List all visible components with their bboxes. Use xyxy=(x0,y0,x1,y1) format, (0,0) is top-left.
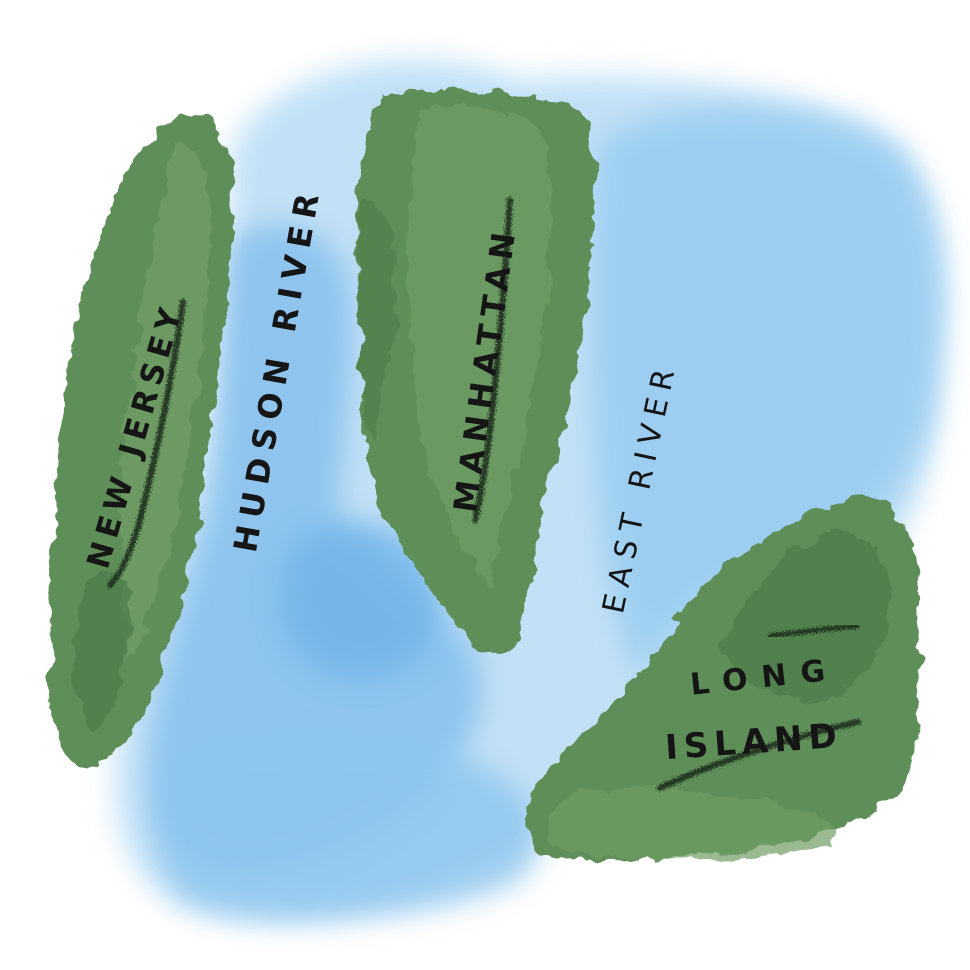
water-wash-dark xyxy=(280,522,440,678)
manhattan-shore-line xyxy=(472,197,513,523)
new-jersey-shore-line xyxy=(107,299,186,588)
long-island-line-upper xyxy=(767,623,861,639)
long-island-line-lower xyxy=(657,719,861,791)
manhattan-landmass xyxy=(356,89,597,657)
water-wash-right xyxy=(590,107,941,681)
long-island-landmass xyxy=(528,498,921,861)
water-wash-bottom xyxy=(155,733,541,919)
